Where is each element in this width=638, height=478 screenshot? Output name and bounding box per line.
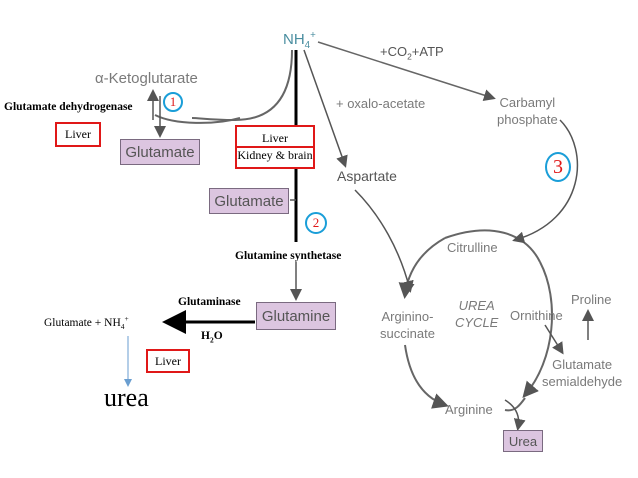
circle-3: 3 — [545, 152, 571, 182]
proline-label: Proline — [571, 292, 612, 307]
nh4-label: NH4+ — [283, 30, 316, 51]
glut-semi-line2: semialdehyde — [542, 374, 623, 389]
nh4-to-oxalo-line — [303, 49, 348, 168]
glutaminase-label: Glutaminase — [178, 296, 241, 308]
citrulline-label: Citrulline — [447, 240, 498, 255]
circle-1: 1 — [163, 92, 183, 112]
liver-kidney-box: Liver Kidney & brain — [235, 125, 315, 169]
reaction1-curve — [154, 114, 241, 124]
ornithine-to-gsa-arrow — [544, 324, 564, 355]
carbamyl-line2: phosphate — [497, 112, 558, 127]
arginine-to-urea-arrow — [504, 399, 526, 431]
glutamate-semialdehyde-label: Glutamate semialdehyde — [542, 356, 622, 390]
nh4-sub: 4 — [304, 40, 311, 51]
circle-1-text: 1 — [169, 94, 177, 109]
glutamate-mid-text: Glutamate — [214, 192, 284, 210]
circle-3-text: 3 — [553, 155, 563, 178]
h2o-text: H — [201, 330, 210, 342]
arginine-label: Arginine — [445, 402, 493, 417]
glutamate-top-text: Glutamate — [125, 143, 195, 161]
urea-box-text: Urea — [508, 433, 538, 449]
argininosuccinate-label: Arginino- succinate — [380, 308, 435, 342]
nh4-sup: + — [310, 30, 316, 41]
cycle-arc-bottom — [504, 397, 526, 412]
urea-cycle-line1: UREA — [458, 298, 495, 313]
glutamate-nh4-text: Glutamate + NH — [44, 316, 121, 329]
ornithine-label: Ornithine — [510, 308, 563, 323]
glutamate-box-top: Glutamate — [120, 139, 200, 165]
liver-box-3: Liver — [146, 349, 190, 373]
oxaloacetate-label: + oxalo-acetate — [336, 96, 426, 111]
alpha-ketoglutarate-label: α-Ketoglutarate — [95, 70, 198, 87]
liver-1-text: Liver — [65, 127, 91, 141]
circle-2: 2 — [305, 212, 327, 234]
liver-2-text: Liver — [237, 131, 313, 148]
gn-sub: 4 — [120, 322, 125, 332]
co2-text: +CO — [380, 44, 408, 59]
h2o-label: H2O — [201, 330, 223, 344]
h2o-tail: O — [213, 330, 223, 342]
liver-3-text: Liver — [155, 353, 181, 368]
aspartate-to-argininosuccinate-arrow — [354, 189, 414, 293]
cycle-arc-left — [404, 344, 449, 409]
nh4-to-akg-curve — [191, 49, 293, 122]
carbamyl-to-citrulline-arrow — [512, 119, 579, 244]
arginino-line2: succinate — [380, 326, 435, 341]
kidney-brain-text: Kidney & brain — [237, 148, 313, 162]
cycle-arc-right — [522, 261, 553, 399]
carbamyl-line1: Carbamyl — [499, 95, 556, 110]
glut-semi-line1: Glutamate — [552, 357, 613, 372]
aspartate-label: Aspartate — [337, 168, 397, 184]
glutamate-box-mid: Glutamate — [209, 188, 289, 214]
urea-cycle-line2: CYCLE — [455, 315, 499, 330]
cycle-arc-topleft — [398, 237, 446, 299]
circle-2-text: 2 — [312, 215, 320, 230]
nh4-to-carbamyl-arrow — [317, 41, 496, 101]
liver-box-1: Liver — [55, 122, 101, 147]
glutamine-text: Glutamine — [261, 307, 331, 325]
glutamate-dehydrogenase-label: Glutamate dehydrogenase — [4, 101, 133, 113]
co2-atp-label: +CO2+ATP — [380, 44, 444, 62]
atp-text: +ATP — [411, 44, 444, 59]
h2o-sub: 2 — [209, 335, 214, 345]
gn-sup: + — [124, 314, 129, 323]
glutamate-nh4-label: Glutamate + NH4+ — [44, 314, 129, 331]
arginino-line1: Arginino- — [381, 309, 434, 324]
nh4-text: NH — [283, 31, 305, 48]
co2-sub: 2 — [407, 51, 412, 62]
carbamyl-phosphate-label: Carbamyl phosphate — [497, 94, 558, 128]
cycle-arc-top — [444, 229, 541, 263]
urea-box: Urea — [503, 430, 543, 452]
urea-big-label: urea — [104, 383, 149, 412]
urea-cycle-label: UREA CYCLE — [455, 297, 498, 331]
glutamine-box: Glutamine — [256, 302, 336, 330]
glutamine-synthetase-label: Glutamine synthetase — [235, 250, 342, 262]
